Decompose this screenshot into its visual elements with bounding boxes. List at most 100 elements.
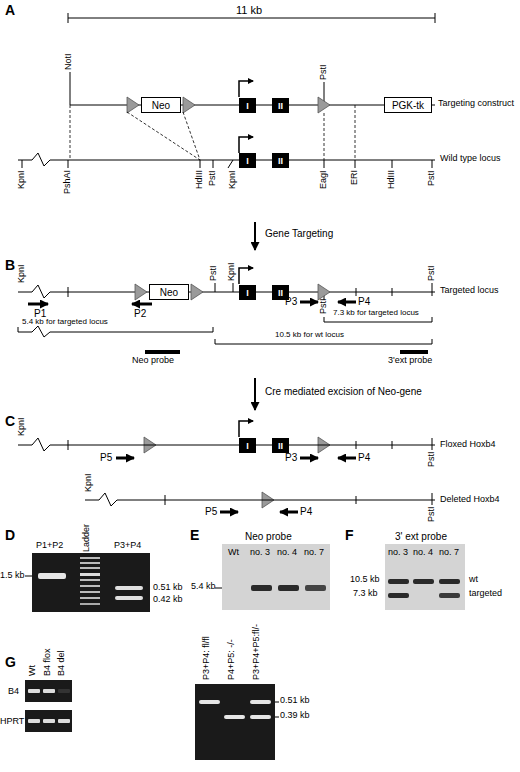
annotation-label: PstI (319, 298, 329, 314)
node-text: PGK-tk (392, 100, 424, 111)
loxp-triangle (127, 97, 330, 113)
floxed-line (18, 438, 435, 451)
targeted-line (392, 288, 393, 296)
annotation-label: KpnI (228, 170, 238, 189)
rtpcr-gel (25, 710, 72, 732)
exon-box: I (239, 285, 256, 300)
annotation-label: P4 (358, 296, 370, 307)
annotation-label: PstI (208, 170, 218, 186)
probe-bar (400, 350, 428, 354)
genotype-gel (275, 717, 279, 718)
rtpcr-gel (25, 680, 72, 702)
annotation-label: EagI (319, 170, 329, 189)
loxp-triangle (127, 97, 139, 113)
southern-blot (439, 593, 460, 598)
loxp-triangle (318, 284, 330, 300)
wildtype-line (18, 153, 435, 166)
panel-letter: D (5, 528, 15, 543)
node-text: II (278, 156, 283, 166)
wildtype-line (392, 160, 393, 168)
annotation-label: 3'ext probe (388, 356, 432, 366)
annotation-label: PstI (427, 170, 437, 186)
fragment-bracket (18, 317, 432, 344)
probe-bar (145, 350, 428, 354)
dashed-guide (70, 105, 355, 160)
primer-arrow (116, 457, 134, 460)
pcr-gel (80, 567, 100, 569)
panel-letter: B (5, 258, 15, 273)
annotation-label: KpnI (17, 170, 27, 189)
targeted-line (18, 285, 435, 298)
node-text: I (246, 441, 249, 451)
annotation-label: 0.42 kb (153, 595, 183, 605)
annotation-label: Gene Targeting (265, 228, 333, 239)
fragment-bracket (215, 344, 432, 345)
southern-blot (278, 585, 299, 591)
exon-box: I (239, 438, 256, 453)
annotation-label: 7.3 kb for targeted locus (333, 309, 419, 318)
deleted-line (356, 496, 357, 504)
deleted-line (432, 493, 433, 505)
node-text: I (246, 101, 249, 111)
exon-box: II (272, 438, 289, 453)
genotype-gel (195, 684, 279, 760)
floxed-line (239, 421, 253, 437)
genotype-gel (199, 700, 220, 704)
southern-blot (215, 544, 465, 610)
annotation-label: P3 (285, 452, 297, 463)
fragment-bracket (324, 317, 325, 322)
annotation-label: P5 (100, 452, 112, 463)
exon-box: I (239, 153, 256, 168)
pcr-gel (80, 573, 100, 576)
annotation-label: no. 7 (439, 548, 459, 558)
southern-blot (413, 579, 434, 584)
dashed-guide (183, 112, 200, 160)
annotation-label: P3+P4+P5:fl/- (252, 624, 262, 680)
annotation-label: no. 4 (277, 548, 297, 558)
floxed-line (68, 440, 69, 450)
primer-arrow (338, 457, 356, 460)
node-text: Neo (152, 100, 170, 111)
primer-arrow (338, 301, 356, 304)
panel-letter: A (5, 3, 15, 18)
wildtype-line (200, 160, 201, 168)
annotation-label: Floxed Hoxb4 (440, 440, 496, 450)
exon-box: I (239, 98, 256, 113)
rtpcr-gel (43, 719, 55, 723)
fragment-bracket (324, 322, 432, 323)
pcr-gel (80, 585, 100, 587)
primer-arrow (28, 303, 48, 306)
targeted-line (215, 283, 216, 292)
annotation-label: ERI (350, 170, 360, 185)
dashed-guide (127, 112, 200, 160)
fragment-bracket (18, 326, 213, 337)
annotation-label: Wt (228, 548, 239, 558)
deleted-line (85, 493, 435, 506)
rtpcr-gel (25, 680, 72, 732)
primer-arrow (300, 457, 318, 460)
annotation-label: P2 (134, 308, 146, 319)
southern-blot (385, 544, 465, 610)
loxp-triangle (191, 284, 203, 300)
targeted-line (432, 283, 433, 296)
gene-box: Neo (141, 97, 181, 113)
annotation-label: P4+P5: -/- (227, 639, 237, 680)
pcr-gel (80, 591, 100, 593)
primer-arrow (220, 511, 238, 514)
exon-box: II (272, 153, 289, 168)
floxed-line (18, 421, 435, 451)
step-arrow (254, 222, 256, 250)
primer-arrow (280, 511, 298, 514)
rtpcr-gel (58, 719, 70, 723)
fragment-bracket (432, 339, 433, 344)
genotype-gel (224, 715, 245, 719)
annotation-label: no. 3 (250, 548, 270, 558)
annotation-label: 3' ext probe (395, 531, 447, 542)
annotation-label: HdIII (195, 170, 205, 189)
annotation-label: wt (469, 575, 478, 585)
annotation-label: Targeting construct (438, 99, 514, 109)
construct-line (239, 81, 253, 97)
rtpcr-gel (58, 689, 70, 693)
annotation-label: 11 kb (236, 4, 262, 16)
